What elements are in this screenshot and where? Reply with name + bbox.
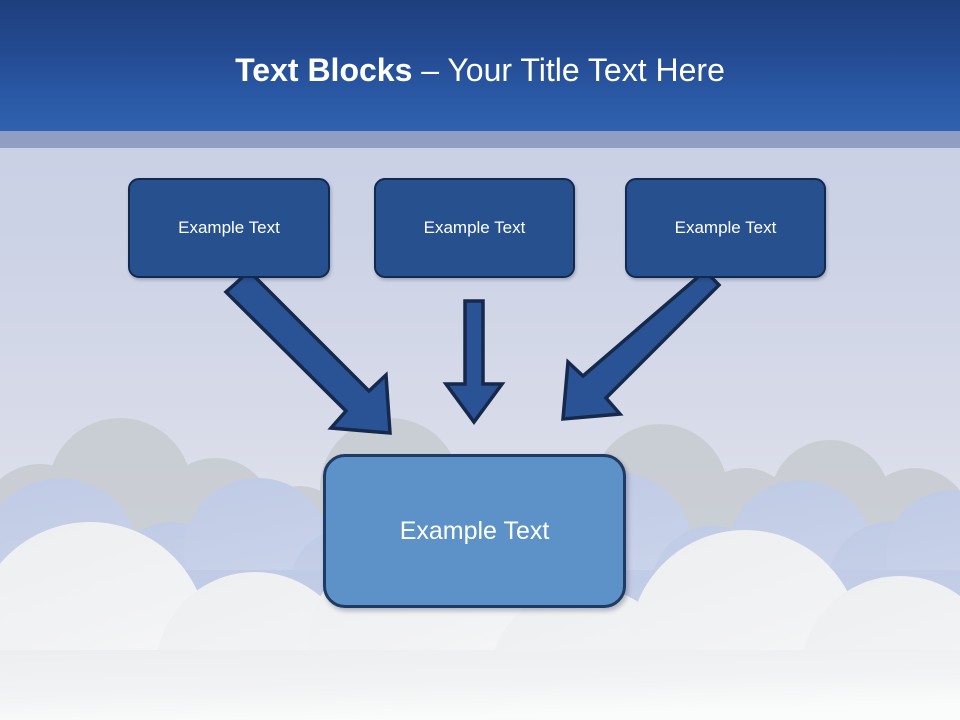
top-box-1-label: Example Text — [178, 218, 280, 237]
arrow-right-diagonal — [561, 268, 722, 421]
arrow-middle-straight — [442, 299, 506, 425]
top-box-3-label: Example Text — [674, 218, 777, 237]
page-title: Text Blocks – Your Title Text Here — [0, 50, 960, 90]
bottom-box[interactable]: Example Text — [323, 454, 626, 608]
top-box-2-label: Example Text — [423, 218, 526, 237]
top-box-2[interactable]: Example Text — [374, 178, 575, 278]
top-box-1[interactable]: Example Text — [128, 178, 330, 278]
top-box-3[interactable]: Example Text — [625, 178, 826, 278]
arrow-left-diagonal — [223, 268, 392, 435]
bottom-box-label: Example Text — [399, 516, 550, 545]
page-title-rest: – Your Title Text Here — [412, 52, 725, 88]
title-band — [0, 0, 960, 131]
page-title-bold: Text Blocks — [235, 52, 413, 88]
title-underbar — [0, 131, 960, 148]
